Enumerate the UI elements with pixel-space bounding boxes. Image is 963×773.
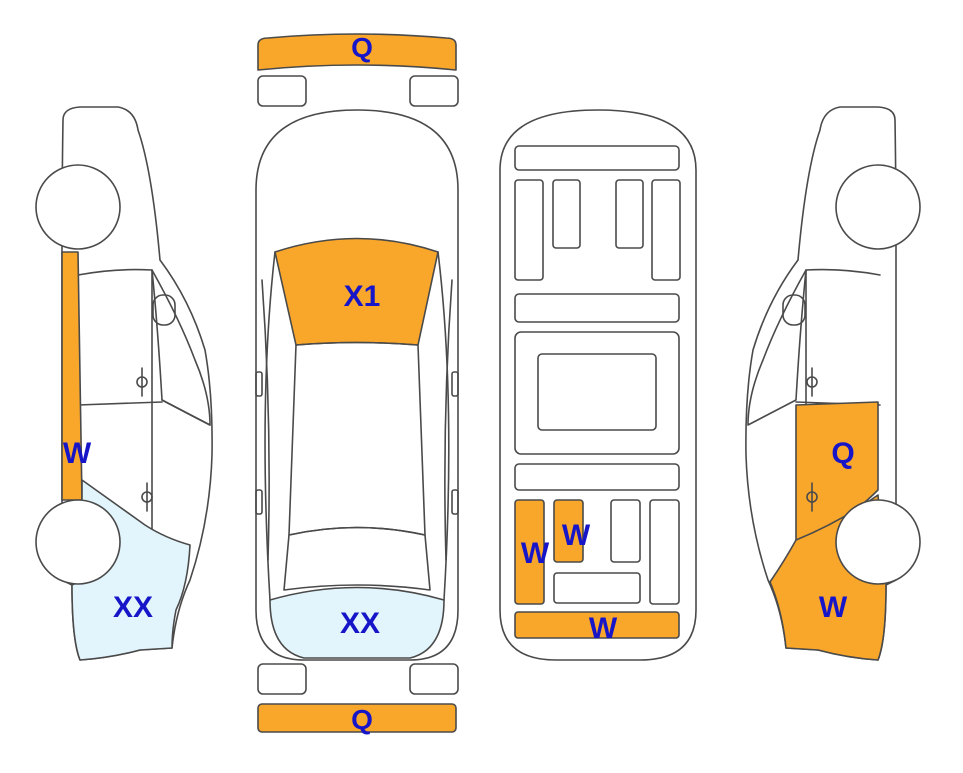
label-under-left-short: W — [562, 519, 591, 552]
label-rear-bumper: Q — [351, 704, 373, 735]
underside-body — [499, 109, 697, 661]
label-left-side-strip: W — [63, 437, 92, 470]
underside-view — [499, 109, 697, 661]
left-side-mirror — [152, 294, 176, 326]
top-view-front-bumper — [257, 33, 457, 71]
left-side-front-wheel — [35, 499, 121, 585]
right-side-front-wheel — [835, 499, 921, 585]
underside-panel-a — [514, 179, 544, 281]
label-right-side-front: W — [819, 591, 848, 624]
top-view-front-lamp-left — [257, 75, 307, 107]
underside-short-left-damage — [553, 499, 584, 563]
top-view-body — [255, 109, 459, 661]
underside-bottom-bar-damage — [514, 611, 680, 639]
left-side-b-line — [77, 401, 163, 406]
top-view-trunk-damage — [269, 586, 445, 659]
underside-panel-d — [651, 179, 681, 281]
right-side-roof-line — [805, 268, 881, 276]
right-side-rear-wheel — [835, 164, 921, 250]
left-side-view — [35, 106, 213, 661]
top-view-rear-lamp-right — [409, 663, 459, 695]
underside-short-right — [610, 499, 641, 563]
top-view-rear-glass — [283, 526, 431, 591]
left-side-handle-knob-rear — [141, 491, 153, 503]
underside-center-block — [537, 353, 657, 431]
top-view-side-left — [264, 251, 276, 601]
left-side-front-glass — [151, 269, 211, 426]
underside-lower-box — [553, 572, 641, 604]
top-view-pillar-right — [444, 279, 453, 561]
top-view-handle-right — [451, 489, 459, 515]
label-left-side-front: XX — [113, 591, 153, 624]
top-view-pillar-left — [261, 279, 270, 561]
label-trunk-top: XX — [340, 607, 380, 640]
underside-top-bar — [514, 145, 680, 171]
right-side-mirror — [782, 294, 806, 326]
underside-long-right — [649, 499, 680, 605]
underside-panel-c — [615, 179, 644, 249]
underside-mid-bar-1 — [514, 293, 680, 323]
right-side-handle-knob-rear — [806, 491, 818, 503]
top-view-rear-lamp-left — [257, 663, 307, 695]
label-front-bumper: Q — [351, 32, 373, 63]
top-view — [255, 33, 459, 733]
left-side-handle-knob-front — [136, 376, 148, 388]
top-view-front-lamp-right — [409, 75, 459, 107]
right-side-front-glass — [747, 269, 807, 426]
top-view-mirror-right — [451, 371, 459, 397]
label-under-bottom-bar: W — [589, 612, 618, 645]
underside-mid-bar-2 — [514, 463, 680, 491]
right-side-handle-knob-front — [806, 376, 818, 388]
underside-frame — [514, 331, 680, 455]
left-side-rear-wheel — [35, 164, 121, 250]
left-side-sill — [161, 399, 211, 426]
top-view-mirror-left — [255, 371, 263, 397]
top-view-handle-left — [255, 489, 263, 515]
label-under-left-long: W — [521, 537, 550, 570]
top-view-rear-bumper — [257, 703, 457, 733]
left-side-roof-line — [77, 268, 153, 276]
underside-long-left-damage — [514, 499, 545, 605]
label-right-side-door: Q — [831, 437, 854, 470]
label-hood: X1 — [344, 280, 381, 313]
top-view-side-right — [437, 251, 450, 601]
top-view-roof — [288, 341, 426, 536]
underside-panel-b — [552, 179, 581, 249]
right-side-view — [745, 106, 921, 661]
